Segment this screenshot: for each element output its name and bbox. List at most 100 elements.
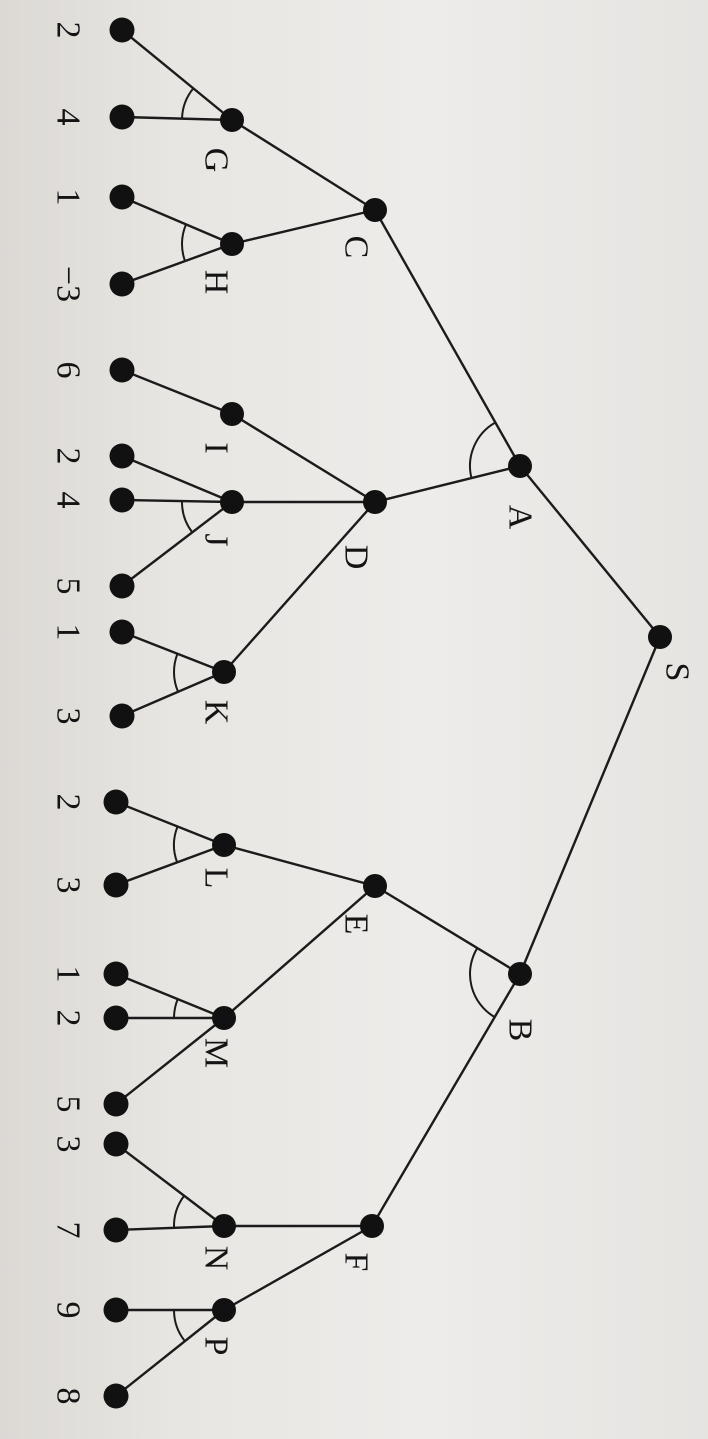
node-label-L: L: [198, 868, 235, 889]
edge-A-C: [373, 209, 522, 467]
node-label-C: C: [338, 236, 375, 259]
node-label-N: N: [198, 1246, 235, 1271]
leaf-node-l9: [109, 619, 135, 645]
node-label-K: K: [198, 700, 235, 725]
leaf-value-l14: 2: [50, 1010, 87, 1027]
and-arc-N: [173, 1195, 185, 1228]
leaf-node-l18: [103, 1297, 129, 1323]
edge-J-l7: [121, 498, 233, 504]
node-I: [220, 402, 244, 426]
edge-D-I: [231, 412, 376, 504]
leaf-node-l8: [109, 573, 135, 599]
node-L: [212, 833, 236, 857]
node-G: [220, 108, 244, 132]
node-P: [212, 1298, 236, 1322]
tree-edges: [115, 29, 662, 1397]
and-arc-K: [173, 653, 180, 693]
edge-E-L: [223, 843, 376, 888]
node-label-F: F: [338, 1253, 375, 1272]
edge-A-D: [374, 464, 521, 504]
node-M: [212, 1006, 236, 1030]
and-arc-G: [181, 87, 195, 119]
leaf-value-l10: 3: [50, 708, 87, 725]
edge-S-B: [518, 636, 662, 975]
edge-L-l11: [115, 800, 225, 847]
leaf-value-l11: 2: [50, 794, 87, 811]
edge-P-l19: [115, 1309, 225, 1397]
leaf-node-l17: [103, 1217, 129, 1243]
leaf-node-l12: [103, 872, 129, 898]
edge-H-l4: [121, 242, 233, 286]
leaf-node-l6: [109, 443, 135, 469]
leaf-node-l10: [109, 703, 135, 729]
leaf-value-l4: −3: [50, 266, 87, 302]
edge-K-l9: [121, 630, 225, 674]
leaf-node-l4: [109, 271, 135, 297]
node-K: [212, 660, 236, 684]
and-arc-P: [173, 1309, 186, 1342]
node-label-M: M: [198, 1038, 235, 1068]
tree-nodes: [103, 17, 672, 1409]
edge-M-l15: [115, 1017, 225, 1105]
edge-M-l13: [115, 972, 225, 1020]
edge-E-M: [223, 885, 376, 1019]
node-label-S: S: [659, 663, 696, 682]
edge-I-l5: [121, 368, 233, 416]
leaf-node-l5: [109, 357, 135, 383]
edge-G-l1: [121, 29, 233, 121]
node-H: [220, 232, 244, 256]
node-label-D: D: [338, 545, 375, 570]
node-label-A: A: [502, 505, 539, 530]
leaf-value-l9: 1: [50, 624, 87, 641]
leaf-value-l1: 2: [50, 22, 87, 39]
node-A: [508, 454, 532, 478]
edge-D-K: [223, 501, 376, 673]
edge-B-E: [374, 884, 521, 976]
node-label-G: G: [198, 148, 235, 173]
leaf-value-l8: 5: [50, 578, 87, 595]
leaf-value-l12: 3: [50, 877, 87, 894]
edge-C-G: [231, 118, 376, 212]
and-arc-H: [181, 223, 187, 262]
leaf-value-l16: 3: [50, 1136, 87, 1153]
node-label-E: E: [338, 914, 375, 935]
edge-L-l12: [115, 843, 225, 887]
node-label-J: J: [198, 533, 235, 546]
leaf-value-l5: 6: [50, 362, 87, 379]
leaf-node-l14: [103, 1005, 129, 1031]
leaf-node-l13: [103, 961, 129, 987]
leaf-node-l2: [109, 104, 135, 130]
leaf-value-l15: 5: [50, 1096, 87, 1113]
edge-K-l10: [121, 670, 225, 718]
node-S: [648, 625, 672, 649]
node-label-P: P: [198, 1337, 235, 1356]
and-arc-M: [173, 998, 179, 1019]
node-label-B: B: [502, 1019, 539, 1042]
node-J: [220, 490, 244, 514]
leaf-node-l11: [103, 789, 129, 815]
leaf-value-l13: 1: [50, 966, 87, 983]
edge-F-P: [223, 1224, 373, 1312]
leaf-node-l15: [103, 1091, 129, 1117]
edge-J-l6: [121, 454, 233, 504]
edge-S-A: [519, 465, 661, 638]
leaf-value-l7: 4: [50, 492, 87, 509]
leaf-value-l17: 7: [50, 1222, 87, 1239]
node-N: [212, 1214, 236, 1238]
edge-N-l17: [115, 1224, 225, 1232]
node-C: [363, 198, 387, 222]
leaf-node-l16: [103, 1131, 129, 1157]
node-B: [508, 962, 532, 986]
leaf-node-l7: [109, 487, 135, 513]
edge-N-l16: [115, 1143, 225, 1227]
edge-H-l3: [121, 195, 233, 246]
node-D: [363, 490, 387, 514]
and-arc-J: [181, 501, 194, 533]
leaf-value-l6: 2: [50, 448, 87, 465]
leaf-value-l2: 4: [50, 109, 87, 126]
leaf-value-l19: 8: [50, 1388, 87, 1405]
leaf-value-l18: 9: [50, 1302, 87, 1319]
leaf-node-l1: [109, 17, 135, 43]
